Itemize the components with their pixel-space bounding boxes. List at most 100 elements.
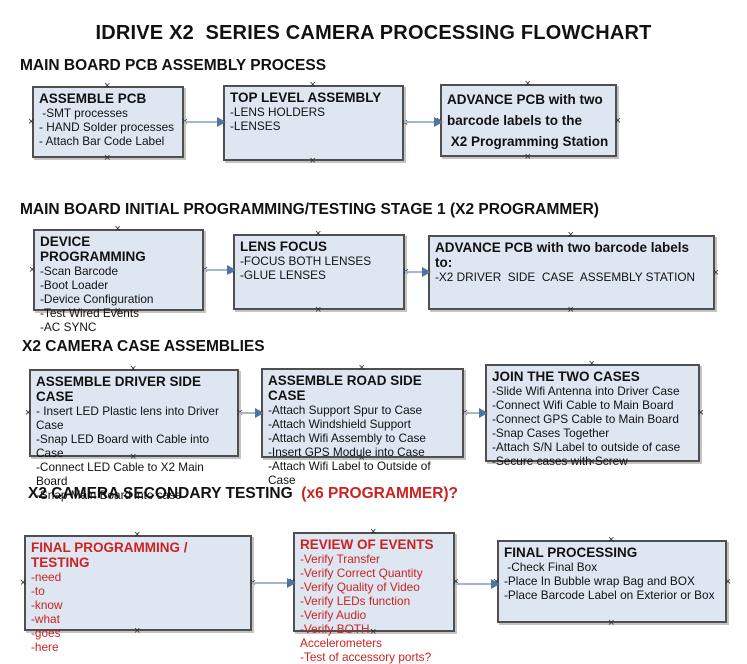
box-item: -Attach Wifi Label to Outside of Case: [268, 459, 434, 487]
box-item: - Attach Bar Code Label: [39, 134, 165, 148]
connection-point-icon: ×: [524, 151, 531, 163]
box-title: JOIN THE TWO CASES: [492, 369, 640, 384]
connection-point-icon: ×: [130, 363, 137, 375]
flow-box-assemble-driver-side-case: ASSEMBLE DRIVER SIDE CASE - Insert LED P…: [25, 364, 243, 503]
connection-point-icon: ×: [134, 529, 141, 541]
box-item: -LENS HOLDERS: [230, 105, 326, 119]
flow-box-assemble-road-side-case: ASSEMBLE ROAD SIDE CASE -Attach Support …: [257, 363, 468, 488]
connection-point-icon: ×: [315, 304, 322, 316]
box-item: -Connect LED Cable to X2 Main Board: [36, 460, 208, 488]
connection-point-icon: ×: [104, 80, 111, 92]
box-item: -LENSES: [230, 119, 281, 133]
box-item: -FOCUS BOTH LENSES: [240, 254, 372, 268]
connection-point-icon: ×: [567, 229, 574, 241]
connection-point-icon: ×: [524, 78, 531, 90]
box-item: -to: [31, 584, 45, 598]
box-title: DEVICE PROGRAMMING: [40, 234, 146, 264]
box-item: -know: [31, 598, 63, 612]
connection-point-icon: ×: [712, 266, 719, 279]
box-item: -Attach Wifi Assembly to Case: [268, 431, 426, 445]
page-title: IDRIVE X2 SERIES CAMERA PROCESSING FLOWC…: [95, 22, 652, 44]
heading-black-part: X2 CAMERA SECONDARY TESTING: [28, 485, 302, 502]
box-item: X2 Programming Station: [447, 134, 609, 149]
flow-box-review-of-events: REVIEW OF EVENTS -Verify Transfer -Verif…: [289, 527, 459, 664]
connection-point-icon: ×: [309, 155, 316, 167]
heading-red-part: (x6 PROGRAMMER)?: [301, 485, 459, 502]
connection-point-icon: ×: [588, 358, 595, 370]
section-heading-case-assemblies: X2 CAMERA CASE ASSEMBLIES: [22, 338, 265, 355]
connection-point-icon: ×: [608, 534, 615, 546]
box-item: -AC SYNC: [40, 320, 97, 334]
connection-point-icon: ×: [724, 575, 731, 588]
box-item: -Verify Quality of Video: [300, 580, 420, 594]
box-item: -GLUE LENSES: [240, 268, 326, 282]
arrowhead-icon: [227, 265, 236, 275]
connection-point-icon: ×: [25, 407, 32, 419]
flow-box-device-programming: DEVICE PROGRAMMING -Scan Barcode -Boot L…: [29, 224, 208, 335]
flow-box-assemble-pcb: ASSEMBLE PCB -SMT processes - HAND Solde…: [28, 81, 188, 164]
box-item: -Attach Support Spur to Case: [268, 403, 423, 417]
box-item: barcode labels to the: [447, 113, 583, 128]
box-item: -Place Barcode Label on Exterior or Box: [504, 588, 715, 602]
connection-point-icon: ×: [114, 223, 121, 235]
connection-point-icon: ×: [104, 152, 111, 164]
box-title: ADVANCE PCB with two barcode labels to:: [435, 240, 693, 270]
section-heading-secondary-testing: X2 CAMERA SECONDARY TESTING (x6 PROGRAMM…: [28, 485, 458, 503]
box-title: ASSEMBLE PCB: [39, 91, 147, 106]
box-item: -Snap LED Board with Cable into Case: [36, 432, 213, 460]
box-item: -Snap Main Board into case: [36, 488, 182, 502]
connection-point-icon: ×: [20, 577, 27, 589]
arrowhead-icon: [491, 579, 500, 589]
box-title: FINAL PROCESSING: [504, 545, 638, 560]
box-item: - HAND Solder processes: [39, 120, 175, 134]
arrowhead-icon: [422, 267, 431, 277]
box-item: -Check Final Box: [504, 560, 598, 574]
box-item: -Verify Transfer: [300, 552, 380, 566]
box-item: -what: [31, 612, 60, 626]
box-item: -need: [31, 570, 62, 584]
box-item: -SMT processes: [39, 106, 128, 120]
arrowhead-icon: [479, 408, 488, 418]
section-heading-initial-programming: MAIN BOARD INITIAL PROGRAMMING/TESTING S…: [20, 201, 599, 218]
box-item: -here: [31, 640, 59, 654]
box-title: ASSEMBLE DRIVER SIDE CASE: [36, 374, 205, 404]
box-title: ASSEMBLE ROAD SIDE CASE: [268, 373, 426, 403]
box-item: -Slide Wifi Antenna into Driver Case: [492, 384, 680, 398]
box-title: FINAL PROGRAMMING / TESTING: [31, 540, 192, 570]
connection-point-icon: ×: [608, 617, 615, 629]
flow-box-top-level-assembly: TOP LEVEL ASSEMBLY -LENS HOLDERS -LENSES…: [219, 80, 408, 167]
box-item: -Connect GPS Cable to Main Board: [492, 412, 679, 426]
connection-point-icon: ×: [315, 228, 322, 240]
connection-point-icon: ×: [29, 264, 36, 276]
connection-point-icon: ×: [614, 114, 621, 127]
connection-point-icon: ×: [697, 407, 704, 419]
box-title: ADVANCE PCB with two: [447, 92, 603, 107]
flow-box-lens-focus: LENS FOCUS -FOCUS BOTH LENSES -GLUE LENS…: [229, 229, 409, 316]
arrowhead-icon: [287, 578, 296, 588]
box-item: -Boot Loader: [40, 278, 109, 292]
flow-box-final-programming-testing: FINAL PROGRAMMING / TESTING -need -to -k…: [20, 530, 256, 655]
connection-point-icon: ×: [358, 362, 365, 374]
arrowhead-icon: [217, 117, 226, 127]
box-title: LENS FOCUS: [240, 239, 328, 254]
box-item: -Device Configuration: [40, 292, 154, 306]
flow-box-advance-pcb-programming-station: ADVANCE PCB with two barcode labels to t…: [436, 79, 621, 163]
box-item: -Test Wired Events: [40, 306, 139, 320]
box-item: -Verify LEDs function: [300, 594, 411, 608]
connection-point-icon: ×: [309, 79, 316, 91]
flow-arrow: [204, 265, 236, 275]
flow-arrow: [405, 267, 431, 277]
flow-box-join-the-two-cases: JOIN THE TWO CASES -Slide Wifi Antenna i…: [481, 359, 704, 469]
box-item: - Insert LED Plastic lens into Driver Ca…: [36, 404, 223, 432]
box-item: -Scan Barcode: [40, 264, 119, 278]
flow-arrow: [184, 117, 226, 127]
box-item: -Place In Bubble wrap Bag and BOX: [504, 574, 695, 588]
box-item: -Test of accessory ports?: [300, 650, 432, 664]
box-title: TOP LEVEL ASSEMBLY: [230, 90, 382, 105]
box-item: -Secure cases with Screw: [492, 454, 628, 468]
box-item: -X2 DRIVER SIDE CASE ASSEMBLY STATION: [435, 270, 696, 284]
connection-point-icon: ×: [370, 526, 377, 538]
box-item: -goes: [31, 626, 61, 640]
flow-arrow: [252, 578, 296, 588]
flow-arrow: [404, 117, 443, 127]
